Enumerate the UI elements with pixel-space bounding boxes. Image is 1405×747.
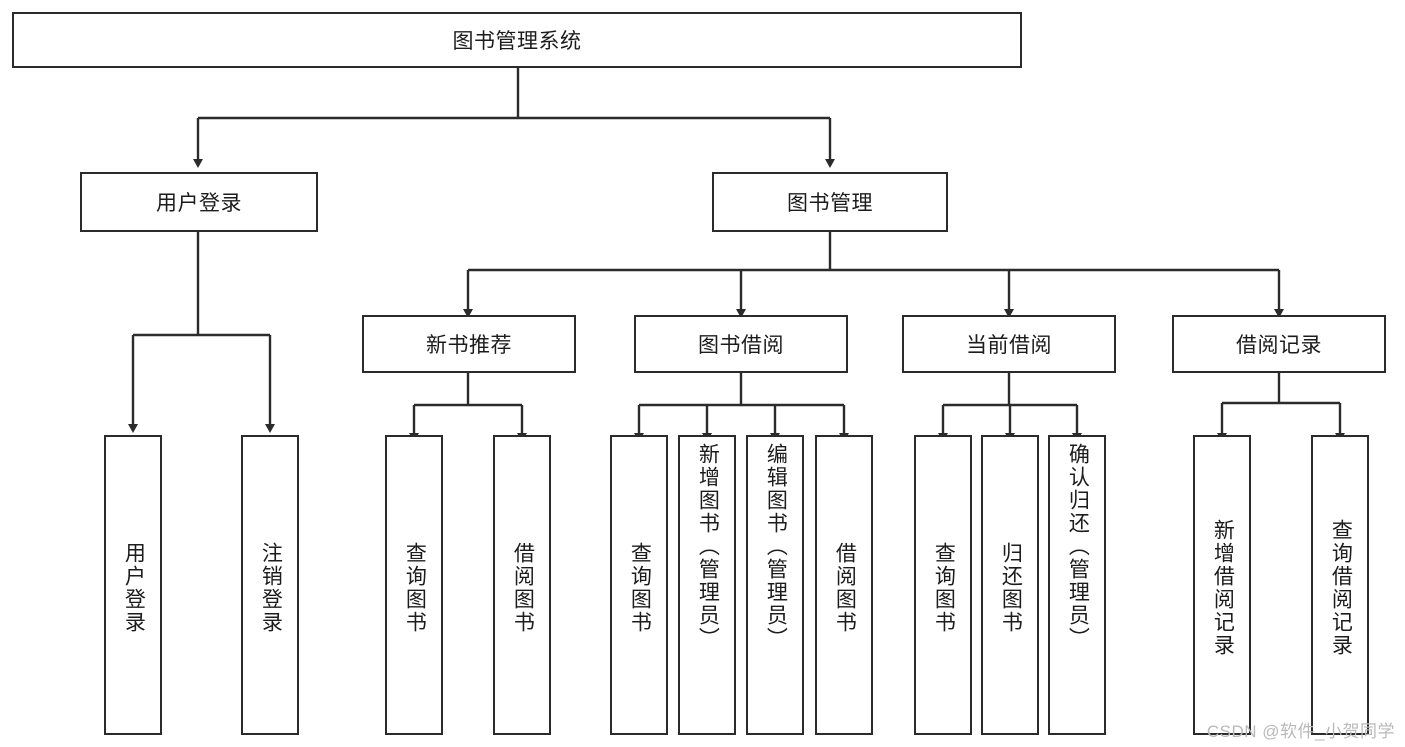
node-leaf-borrow-book-1-label: 借阅图书 [511, 542, 535, 634]
node-leaf-borrow-book-2-label: 借阅图书 [833, 542, 857, 634]
node-leaf-return-book-label: 归还图书 [999, 542, 1023, 634]
node-leaf-logout[interactable]: 注销登录 [241, 435, 299, 735]
node-leaf-user-login-label: 用户登录 [122, 542, 146, 634]
node-new-book-recommend-label: 新书推荐 [426, 334, 512, 357]
node-leaf-query-record[interactable]: 查询借阅记录 [1311, 435, 1369, 735]
node-leaf-add-record-label: 新增借阅记录 [1211, 519, 1235, 657]
node-leaf-query-record-label: 查询借阅记录 [1329, 519, 1353, 657]
node-leaf-query-book-1[interactable]: 查询图书 [385, 435, 443, 735]
node-user-login-label: 用户登录 [156, 192, 242, 215]
node-leaf-logout-label: 注销登录 [259, 542, 283, 634]
node-leaf-confirm-return[interactable]: 确认归还（管理员） [1048, 435, 1106, 735]
node-current-borrow[interactable]: 当前借阅 [902, 315, 1116, 373]
node-leaf-borrow-book-1[interactable]: 借阅图书 [493, 435, 551, 735]
node-leaf-return-book[interactable]: 归还图书 [981, 435, 1039, 735]
node-leaf-add-record[interactable]: 新增借阅记录 [1193, 435, 1251, 735]
node-leaf-query-book-1-label: 查询图书 [403, 542, 427, 634]
watermark-text: CSDN @软件_小贺同学 [1206, 722, 1395, 741]
node-leaf-edit-book[interactable]: 编辑图书（管理员） [746, 435, 804, 735]
node-leaf-query-book-2-label: 查询图书 [628, 542, 652, 634]
node-leaf-query-book-2[interactable]: 查询图书 [610, 435, 668, 735]
node-book-manage-label: 图书管理 [787, 192, 873, 215]
node-current-borrow-label: 当前借阅 [966, 334, 1052, 357]
node-leaf-add-book[interactable]: 新增图书（管理员） [678, 435, 736, 735]
node-leaf-add-book-label: 新增图书（管理员） [696, 443, 720, 650]
node-leaf-confirm-return-label: 确认归还（管理员） [1066, 443, 1090, 650]
node-root-label: 图书管理系统 [452, 30, 582, 53]
node-borrow-record-label: 借阅记录 [1236, 334, 1322, 357]
node-book-manage[interactable]: 图书管理 [712, 172, 948, 232]
node-leaf-borrow-book-2[interactable]: 借阅图书 [815, 435, 873, 735]
node-borrow-record[interactable]: 借阅记录 [1172, 315, 1386, 373]
node-new-book-recommend[interactable]: 新书推荐 [362, 315, 576, 373]
node-leaf-edit-book-label: 编辑图书（管理员） [764, 443, 788, 650]
node-leaf-query-book-3[interactable]: 查询图书 [914, 435, 972, 735]
node-user-login[interactable]: 用户登录 [80, 172, 318, 232]
node-leaf-user-login[interactable]: 用户登录 [104, 435, 162, 735]
node-leaf-query-book-3-label: 查询图书 [932, 542, 956, 634]
node-book-borrow[interactable]: 图书借阅 [634, 315, 848, 373]
node-root[interactable]: 图书管理系统 [12, 12, 1022, 68]
node-book-borrow-label: 图书借阅 [698, 334, 784, 357]
